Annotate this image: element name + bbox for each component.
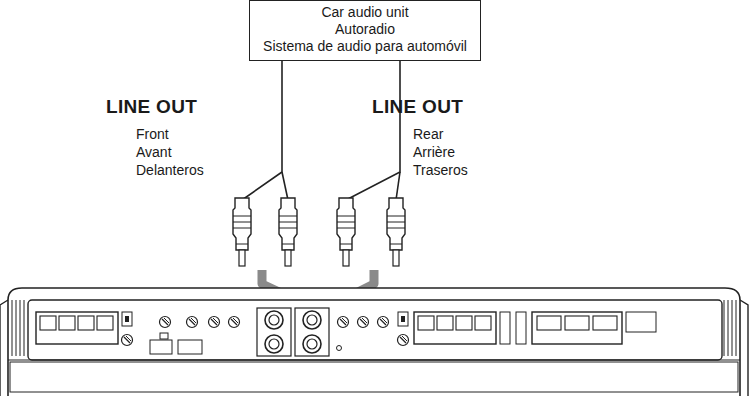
- output-label: LINE OUT: [372, 98, 463, 115]
- box-text: Car audio unit: [258, 4, 472, 21]
- output-label: LINE OUT: [106, 98, 197, 115]
- channel-label: Rear: [413, 126, 443, 143]
- channel-label: Traseros: [413, 162, 468, 179]
- channel-label: Avant: [136, 144, 172, 161]
- channel-label: Delanteros: [136, 162, 204, 179]
- audio-unit-box: Car audio unitAutoradioSistema de audio …: [249, 0, 481, 61]
- box-text: Autoradio: [258, 21, 472, 38]
- channel-label: Arrière: [413, 144, 455, 161]
- channel-label: Front: [136, 126, 169, 143]
- box-text: Sistema de audio para automóvil: [258, 38, 472, 55]
